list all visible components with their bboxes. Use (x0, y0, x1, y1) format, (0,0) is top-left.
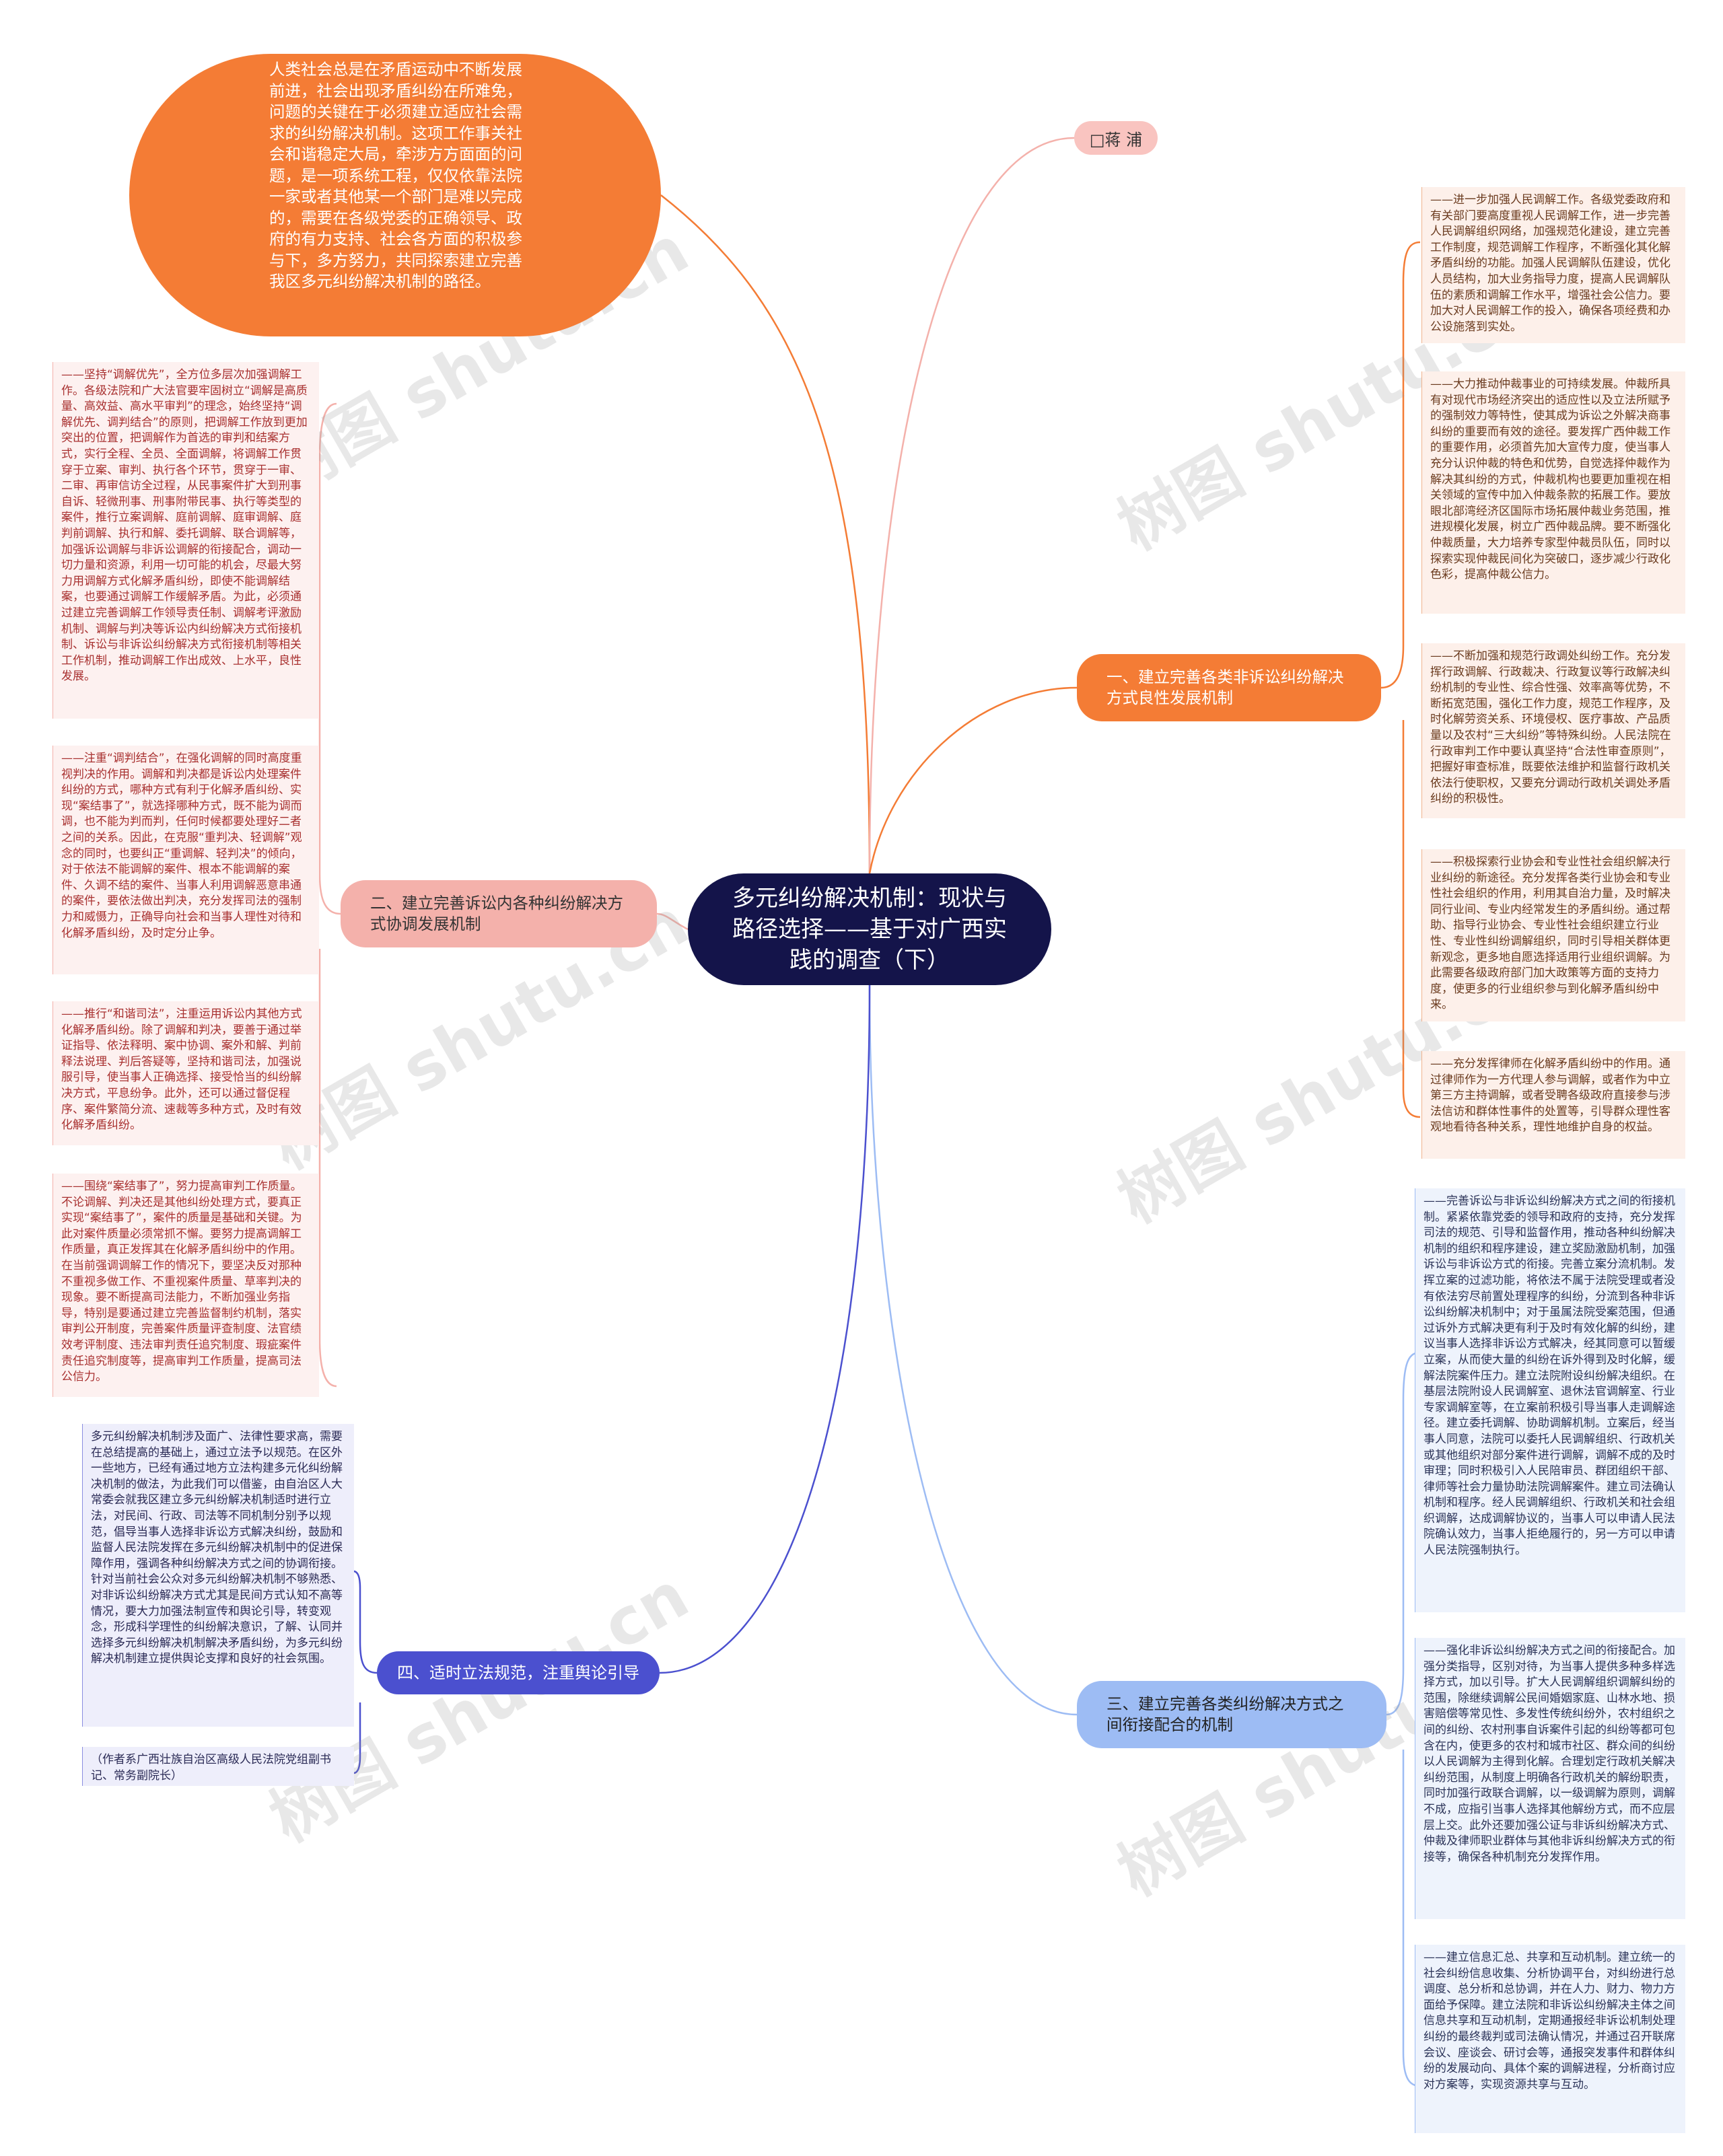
branch-2-node[interactable]: 二、建立完善诉讼内各种纠纷解决方式协调发展机制 (341, 880, 657, 947)
branch-3-leaf[interactable]: ——完善诉讼与非诉讼纠纷解决方式之间的衔接机制。紧紧依靠党委的领导和政府的支持，… (1415, 1188, 1685, 1612)
bracket-b1 (1380, 241, 1421, 1118)
link-center-author (868, 137, 1075, 874)
branch-1-leaf[interactable]: ——进一步加强人民调解工作。各级党委政府和有关部门要高度重视人民调解工作，进一步… (1421, 187, 1685, 343)
branch-4-node[interactable]: 四、适时立法规范，注重舆论引导 (377, 1651, 660, 1694)
branch-4-leaf[interactable]: 多元纠纷解决机制涉及面广、法律性要求高，需要在总结提高的基础上，通过立法予以规范… (82, 1424, 354, 1727)
link-center-intro (660, 194, 871, 874)
intro-node[interactable]: 人类社会总是在矛盾运动中不断发展前进，社会出现矛盾纠纷在所难免，问题的关键在于必… (129, 54, 661, 336)
branch-4-leaf[interactable]: （作者系广西壮族自治区高级人民法院党组副书记、常务副院长） (82, 1747, 354, 1786)
branch-1-leaf[interactable]: ——不断加强和规范行政调处纠纷工作。充分发挥行政调解、行政裁决、行政复议等行政解… (1421, 643, 1685, 818)
bracket-b4 (353, 1570, 378, 1774)
branch-2-leaf[interactable]: ——围绕“案结事了”，努力提高审判工作质量。不论调解、判决还是其他纠纷处理方式，… (52, 1174, 319, 1397)
branch-2-leaf[interactable]: ——推行“和谐司法”，注重运用诉讼内其他方式化解矛盾纠纷。除了调解和判决，要善于… (52, 1001, 319, 1145)
branch-1-leaf[interactable]: ——充分发挥律师在化解矛盾纠纷中的作用。通过律师作为一方代理人参与调解，或者作为… (1421, 1051, 1685, 1159)
branch-2-leaf[interactable]: ——注重“调判结合”，在强化调解的同时高度重视判决的作用。调解和判决都是诉讼内处… (52, 746, 319, 974)
branch-3-node[interactable]: 三、建立完善各类纠纷解决方式之间衔接配合的机制 (1077, 1681, 1386, 1748)
branch-3-leaf[interactable]: ——建立信息汇总、共享和互动机制。建立统一的社会纠纷信息收集、分析协调平台，对纠… (1415, 1945, 1685, 2133)
branch-1-leaf[interactable]: ——大力推动仲裁事业的可持续发展。仲裁所具有对现代市场经济突出的适应性以及立法所… (1421, 371, 1685, 614)
branch-3-leaf[interactable]: ——强化非诉讼纠纷解决方式之间的衔接配合。加强分类指导，区别对待，为当事人提供多… (1415, 1638, 1685, 1919)
branch-1-leaf[interactable]: ——积极探索行业协会和专业性社会组织解决行业纠纷的新途径。充分发挥各类行业协会和… (1421, 849, 1685, 1021)
link-center-b3 (868, 984, 1078, 1716)
central-topic-node[interactable]: 多元纠纷解决机制：现状与路径选择——基于对广西实践的调查（下） (688, 873, 1051, 985)
link-center-b1 (868, 686, 1078, 874)
link-center-b4 (659, 984, 871, 1674)
bracket-b2 (318, 402, 341, 1388)
link-center-b2 (656, 912, 689, 931)
branch-2-leaf[interactable]: ——坚持“调解优先”，全方位多层次加强调解工作。各级法院和广大法官要牢固树立“调… (52, 362, 319, 719)
branch-1-node[interactable]: 一、建立完善各类非诉讼纠纷解决方式良性发展机制 (1077, 654, 1381, 721)
author-node[interactable]: □蒋 浦 (1074, 121, 1158, 155)
